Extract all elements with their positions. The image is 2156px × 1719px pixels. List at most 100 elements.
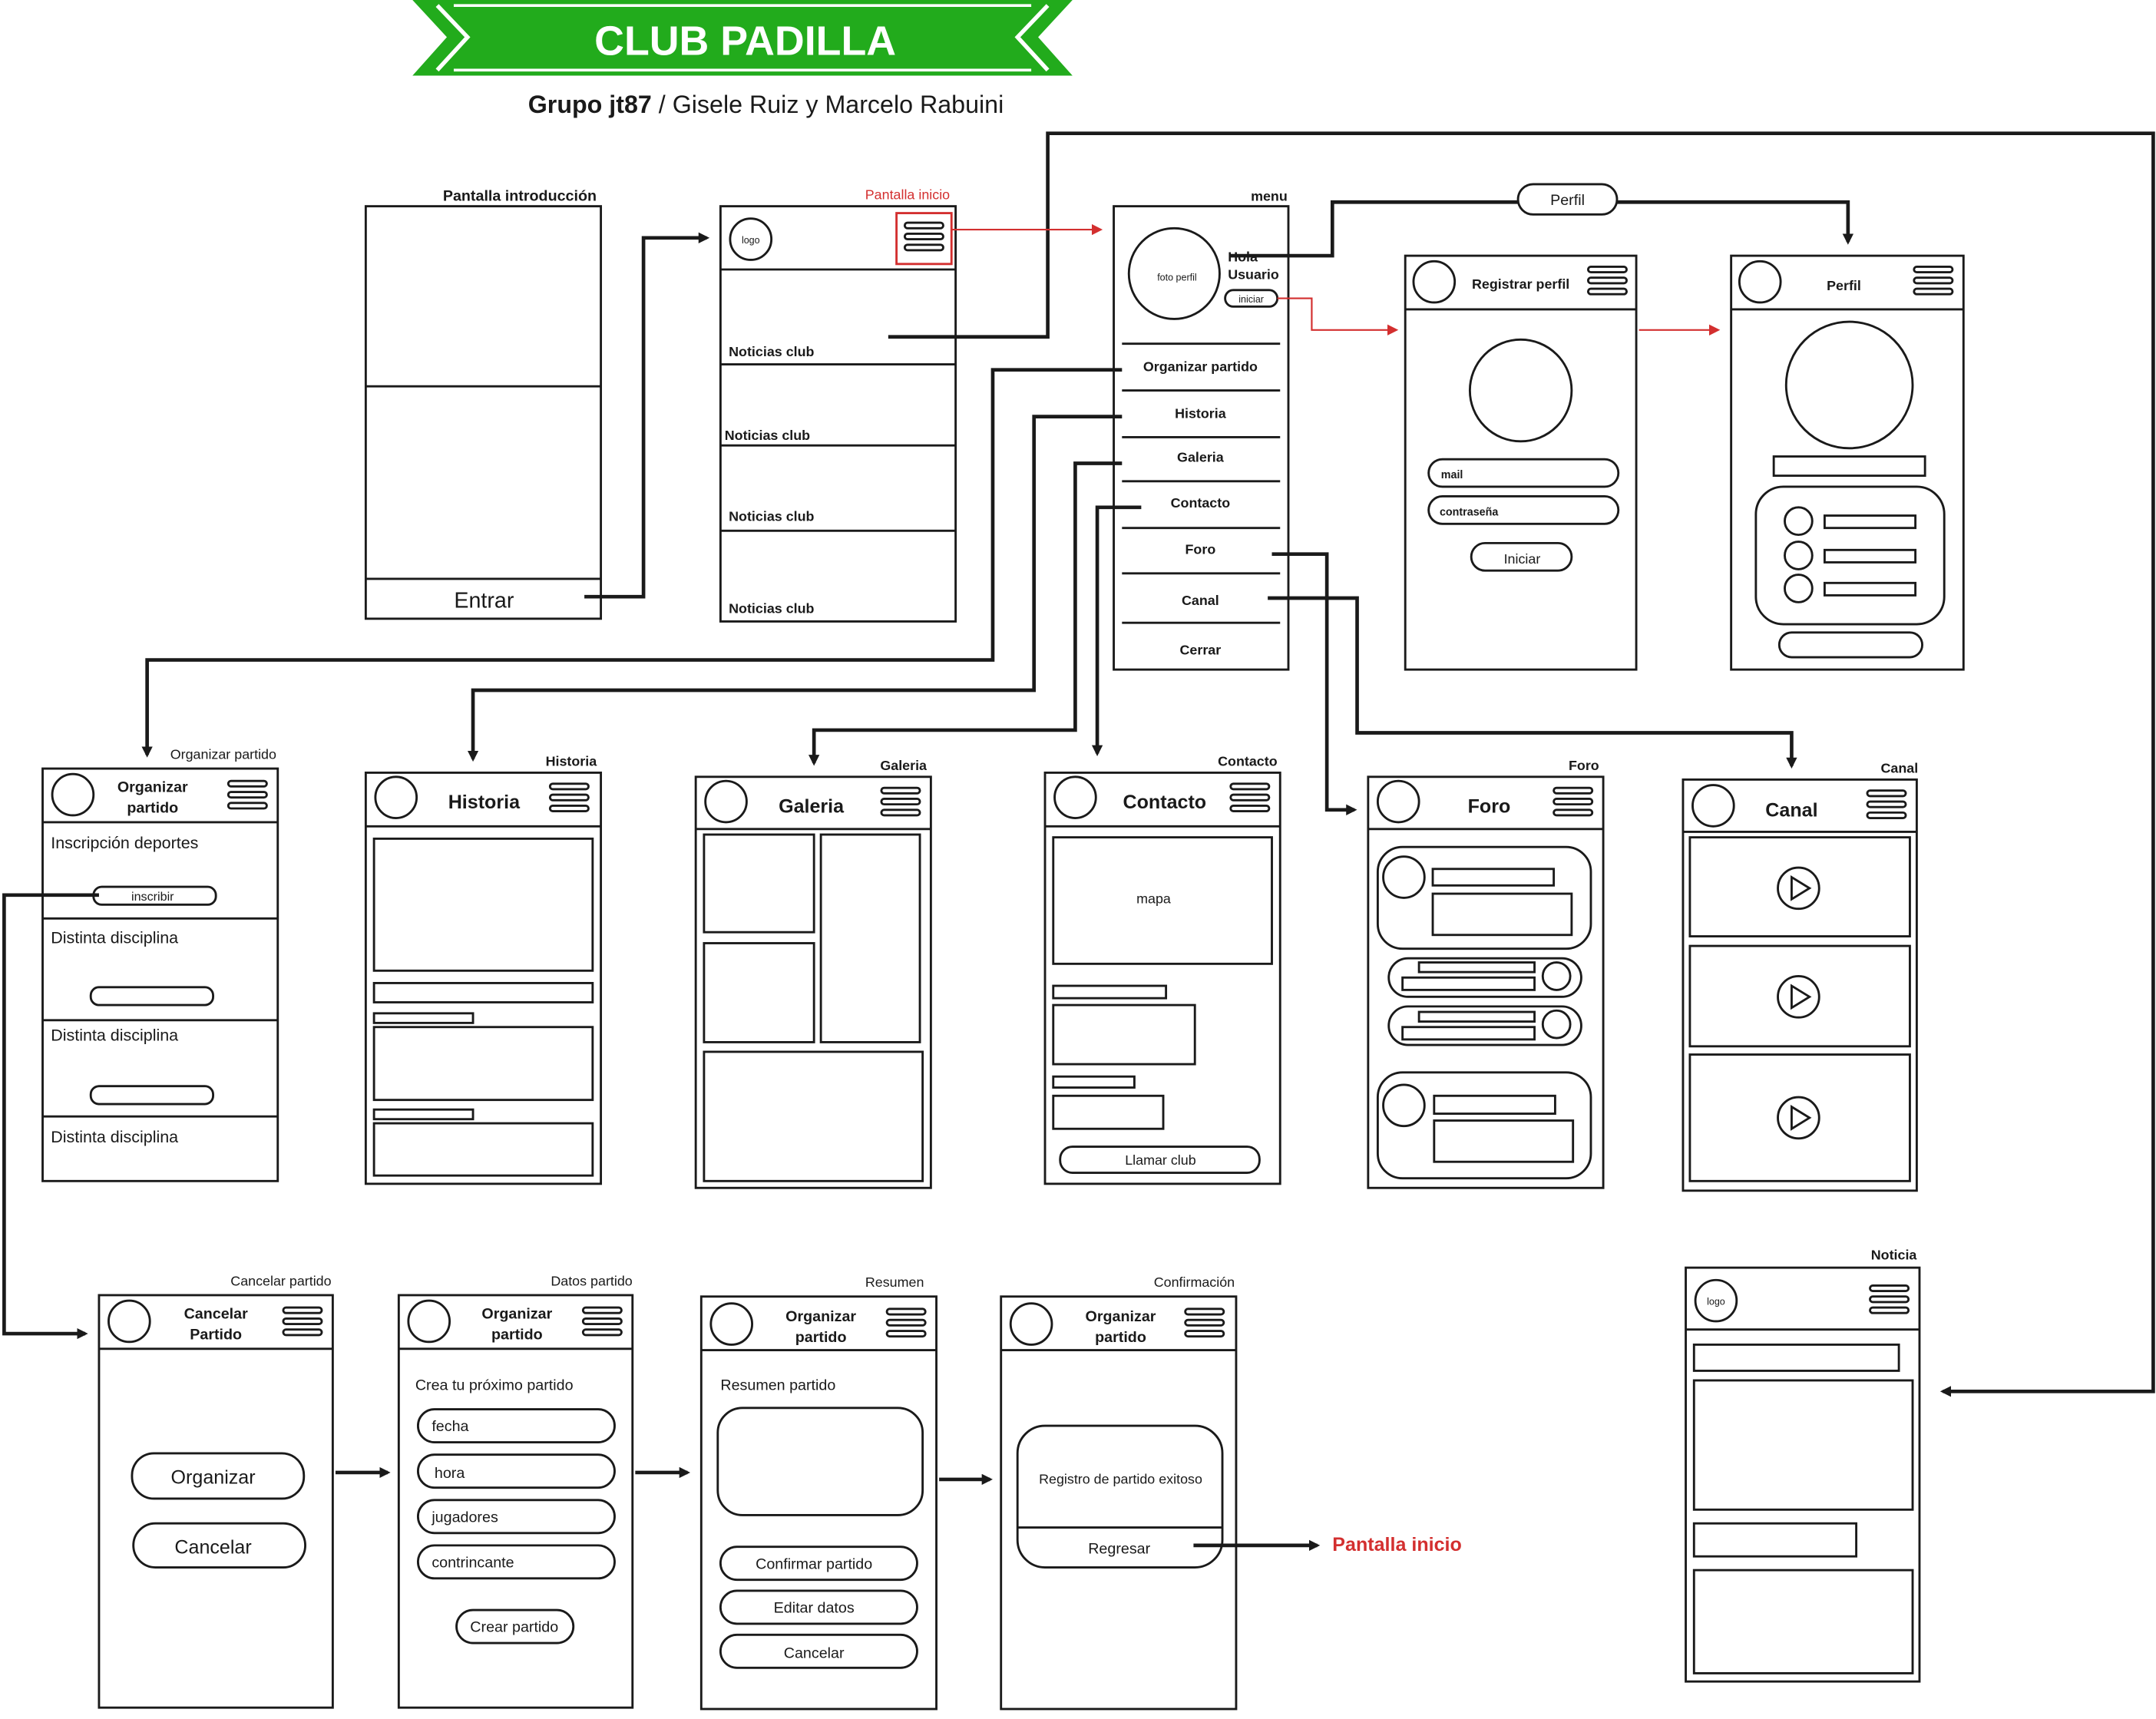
screen-caption: Confirmación [1154,1274,1235,1290]
hamburger-menu-icon[interactable] [903,221,944,252]
news-item[interactable]: Noticias club [729,601,814,617]
screen-menu: menu foto perfil Hola Usuario iniciar Or… [1113,188,1290,671]
profile-photo-label: foto perfil [1157,272,1196,283]
section-button[interactable] [89,986,215,1007]
password-placeholder: contraseña [1440,507,1499,519]
hamburger-menu-icon[interactable] [880,786,921,817]
screen-header-1: Cancelar [184,1305,249,1322]
hamburger-menu-icon[interactable] [1869,1284,1910,1314]
screen-header-2: partido [491,1326,543,1343]
create-match-label: Crear partido [470,1619,558,1636]
opponent-placeholder: contrincante [432,1555,514,1572]
group-name: Grupo jt87 [528,91,652,118]
edit-data-button[interactable] [719,1589,918,1625]
organize-label: Organizar [171,1466,256,1488]
call-club-button[interactable] [1059,1145,1261,1174]
login-submit-button[interactable] [1470,541,1573,572]
confirm-match-label: Confirmar partido [756,1555,872,1572]
screen-caption: Pantalla introducción [443,187,597,204]
hamburger-menu-icon[interactable] [1229,782,1271,813]
play-icon[interactable] [1791,874,1812,901]
menu-item-organizar[interactable]: Organizar partido [1143,359,1258,375]
opponent-field[interactable] [416,1544,616,1580]
menu-item-foro[interactable]: Foro [1185,542,1216,557]
screen-caption: Contacto [1218,753,1278,769]
page-title: CLUB PADILLA [594,18,896,64]
date-placeholder: fecha [432,1418,468,1435]
logo-label: logo [742,235,760,246]
return-target-label: Pantalla inicio [1332,1534,1462,1555]
menu-item-canal[interactable]: Canal [1182,593,1219,608]
gallery-image[interactable] [703,833,815,934]
profile-action-button[interactable] [1777,631,1923,659]
return-button[interactable]: Regresar [1088,1541,1150,1558]
password-field[interactable] [1427,495,1620,525]
play-icon[interactable] [1791,983,1812,1010]
login-submit-label: Iniciar [1504,551,1541,567]
hamburger-menu-icon[interactable] [1586,265,1628,296]
name-bar [1772,455,1926,478]
perfil-pill [1516,183,1619,216]
gallery-image[interactable] [819,833,921,1043]
screen-contacto: Contacto Contacto mapa Llamar club [1043,753,1281,1185]
screen-caption: Historia [546,753,598,769]
screen-caption: menu [1251,188,1288,203]
organize-button[interactable] [131,1452,306,1500]
hamburger-menu-icon[interactable] [1866,789,1907,819]
screen-registrar-perfil: Registrar perfil mail contraseña Iniciar [1404,254,1638,671]
screen-header: Foro [1468,795,1511,817]
avatar [1412,260,1457,304]
screen-galeria: Galeria Galeria [694,758,932,1189]
forum-reply[interactable] [1387,957,1582,998]
screen-header-1: Organizar [481,1305,552,1322]
time-field[interactable] [416,1453,616,1489]
menu-item-contacto[interactable]: Contacto [1171,495,1231,511]
profile-photo [1784,320,1914,450]
menu-item-historia[interactable]: Historia [1175,405,1227,421]
avatar [1738,260,1782,304]
summary-title: Resumen partido [720,1377,835,1394]
create-match-button[interactable] [455,1608,575,1645]
menu-item-cerrar[interactable]: Cerrar [1180,642,1222,657]
hamburger-menu-icon[interactable] [885,1307,927,1338]
hamburger-menu-icon[interactable] [1184,1307,1225,1338]
hamburger-menu-icon[interactable] [282,1306,323,1337]
section-button[interactable] [89,1085,215,1106]
time-placeholder: hora [435,1465,465,1482]
news-item[interactable]: Noticias club [729,344,814,359]
video-tile[interactable] [1688,944,1911,1048]
success-message: Registro de partido exitoso [1039,1471,1202,1486]
news-item[interactable]: Noticias club [725,428,810,443]
screen-resumen: Resumen Organizar partido Resumen partid… [699,1274,937,1711]
play-icon[interactable] [1791,1105,1812,1131]
hamburger-menu-icon[interactable] [581,1306,623,1337]
forum-post[interactable] [1376,845,1592,950]
date-field[interactable] [416,1408,616,1443]
news-item[interactable]: Noticias club [729,509,814,524]
confirm-match-button[interactable] [719,1545,918,1582]
section-title: Inscripción deportes [51,834,198,852]
screen-caption: Datos partido [551,1273,632,1288]
cancel-button[interactable] [719,1633,918,1669]
screen-foro: Foro Foro [1367,758,1605,1189]
cancel-button[interactable] [132,1522,306,1569]
gallery-image[interactable] [703,1050,924,1182]
screen-datos-partido: Datos partido Organizar partido Crea tu … [397,1273,634,1709]
hamburger-menu-icon[interactable] [548,782,590,813]
screen-header: Galeria [779,795,845,817]
gallery-image[interactable] [703,942,815,1043]
hamburger-menu-icon[interactable] [1913,265,1954,296]
email-field[interactable] [1427,458,1620,488]
video-tile[interactable] [1688,836,1911,937]
menu-item-galeria[interactable]: Galeria [1177,450,1225,465]
video-tile[interactable] [1688,1053,1911,1182]
hamburger-menu-icon[interactable] [227,779,268,810]
screen-inicio: Pantalla inicio logo Noticias club Notic… [719,187,957,623]
map-box[interactable] [1052,836,1273,965]
forum-post[interactable] [1376,1071,1592,1180]
forum-reply[interactable] [1387,1005,1582,1046]
summary-box [716,1407,924,1516]
enter-button[interactable]: Entrar [454,589,514,613]
players-field[interactable] [416,1499,616,1535]
hamburger-menu-icon[interactable] [1553,786,1594,817]
